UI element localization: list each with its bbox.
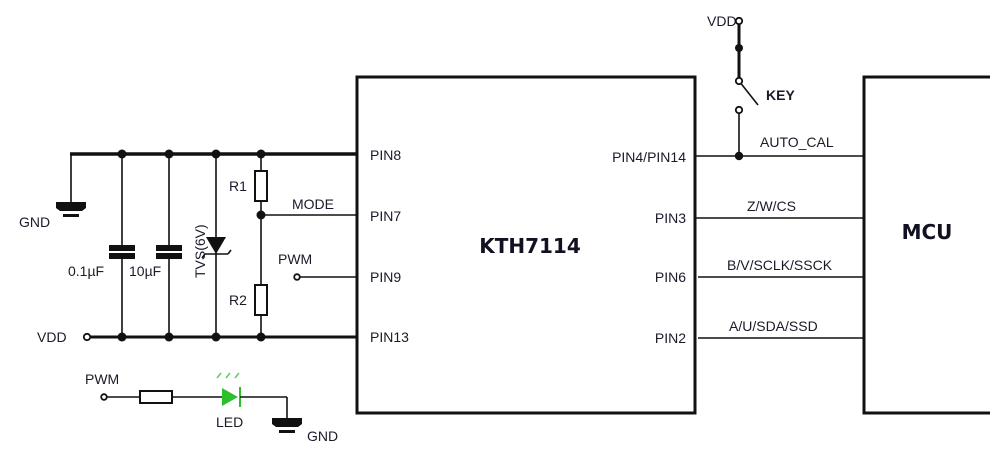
chip-name: KTH7114 (479, 234, 581, 258)
mcu-block (862, 75, 990, 415)
pwm-label: PWM (278, 251, 312, 267)
zwcs-label: Z/W/CS (747, 198, 796, 214)
mode-label: MODE (292, 196, 334, 212)
capacitor-10uf (156, 149, 182, 342)
tvs-label: TVS(6V) (192, 224, 208, 278)
bv-label: B/V/SCLK/SSCK (727, 257, 833, 273)
led-gnd-label: GND (307, 428, 338, 444)
pin13-label: PIN13 (370, 329, 409, 345)
led-gnd-symbol (272, 418, 302, 433)
led-pwm-label: PWM (85, 371, 119, 387)
gnd-symbol (56, 202, 86, 217)
led-icon (216, 372, 241, 407)
pwm-terminal (293, 273, 301, 281)
auto-cal-label: AUTO_CAL (760, 134, 834, 150)
resistor-r1 (254, 170, 268, 202)
capacitor-0.1uf (109, 149, 135, 342)
vdd-label: VDD (37, 329, 67, 345)
r1-label: R1 (229, 178, 247, 194)
key-switch (734, 16, 759, 161)
pin2-label: PIN2 (655, 330, 686, 346)
resistor-r2 (254, 284, 268, 316)
key-vdd-terminal (734, 16, 744, 26)
gnd-label: GND (19, 214, 50, 230)
pin6-label: PIN6 (655, 269, 686, 285)
pin4-pin14-label: PIN4/PIN14 (612, 149, 686, 165)
cap2-label: 10µF (129, 263, 161, 279)
pin9-label: PIN9 (370, 269, 401, 285)
resistor-divider (254, 149, 357, 342)
key-label: KEY (766, 87, 795, 103)
kth7114-chip (355, 75, 697, 415)
pin3-label: PIN3 (655, 210, 686, 226)
mcu-name: MCU (902, 220, 953, 244)
pin8-label: PIN8 (370, 147, 401, 163)
led-pwm-terminal (100, 393, 108, 401)
pin7-label: PIN7 (370, 208, 401, 224)
r2-label: R2 (229, 292, 247, 308)
cap1-label: 0.1µF (68, 263, 104, 279)
au-label: A/U/SDA/SSD (729, 318, 818, 334)
led-label: LED (216, 414, 243, 430)
led-resistor (139, 390, 173, 404)
tvs-diode (201, 149, 232, 342)
key-vdd-label: VDD (707, 13, 737, 29)
vdd-terminal (82, 332, 92, 342)
